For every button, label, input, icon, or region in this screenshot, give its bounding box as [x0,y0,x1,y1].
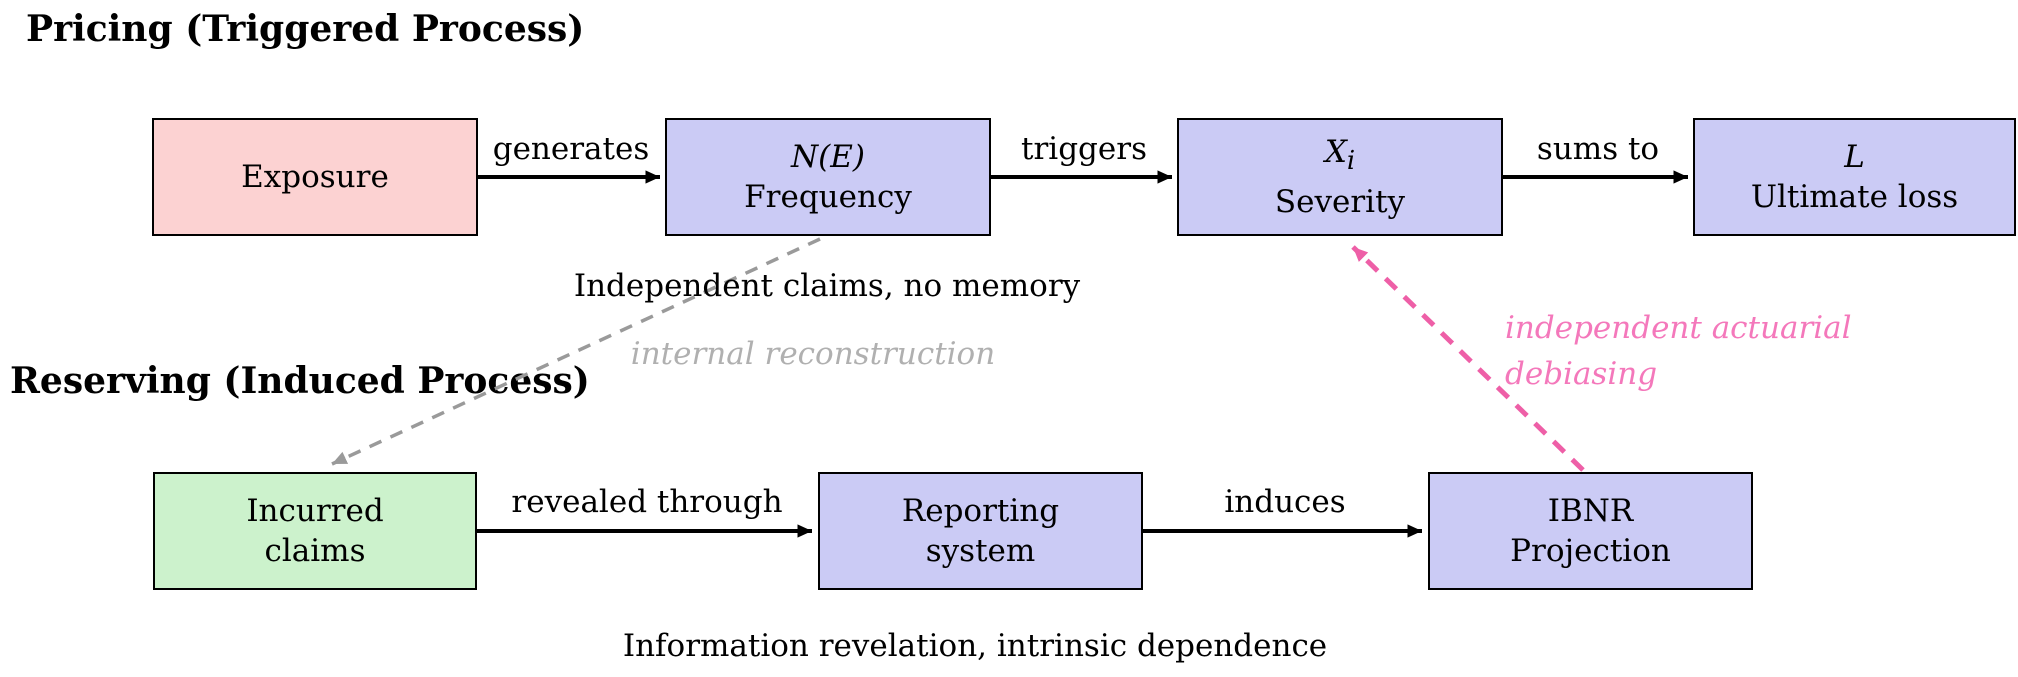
node-frequency: N(E) Frequency [665,118,991,236]
node-exposure: Exposure [152,118,478,236]
node-severity: Xi Severity [1177,118,1503,236]
node-frequency-label: Frequency [744,179,912,215]
edge-label-induces: induces [1224,484,1346,520]
pricing-note: Independent claims, no memory [573,268,1081,304]
reserving-note: Information revelation, intrinsic depend… [622,628,1328,664]
debiasing-label-line2: debiasing [1505,356,1658,392]
node-exposure-label: Exposure [241,159,389,195]
edge-label-triggers: triggers [1021,131,1147,167]
node-reporting-system-line2: system [925,533,1036,569]
node-reporting-system: Reporting system [818,472,1143,590]
node-incurred-claims: Incurred claims [153,472,477,590]
debiasing-label-line1: independent actuarial [1505,310,1852,346]
arrow-actuarial-debiasing-dashed [1351,245,1585,472]
edge-label-sums-to: sums to [1536,131,1660,167]
node-reporting-system-line1: Reporting [901,493,1060,529]
node-severity-label: Severity [1274,183,1406,220]
edge-label-revealed-through: revealed through [511,484,783,520]
node-severity-math: Xi [1324,134,1356,177]
arrow-internal-reconstruction-dashed [331,237,821,466]
node-ultimate-loss-math: L [1844,139,1865,175]
edge-label-generates: generates [492,131,650,167]
node-ibnr-projection-line2: Projection [1510,533,1671,569]
node-ibnr-projection-line1: IBNR [1547,493,1634,529]
node-incurred-claims-line1: Incurred [246,493,384,529]
node-frequency-math: N(E) [791,139,865,175]
reserving-section-title: Reserving (Induced Process) [10,360,590,402]
node-ultimate-loss: L Ultimate loss [1693,118,2016,236]
pricing-section-title: Pricing (Triggered Process) [26,8,585,50]
internal-reconstruction-label: internal reconstruction [630,336,996,372]
node-incurred-claims-line2: claims [264,533,366,569]
node-ultimate-loss-label: Ultimate loss [1750,179,1959,215]
node-ibnr-projection: IBNR Projection [1428,472,1753,590]
